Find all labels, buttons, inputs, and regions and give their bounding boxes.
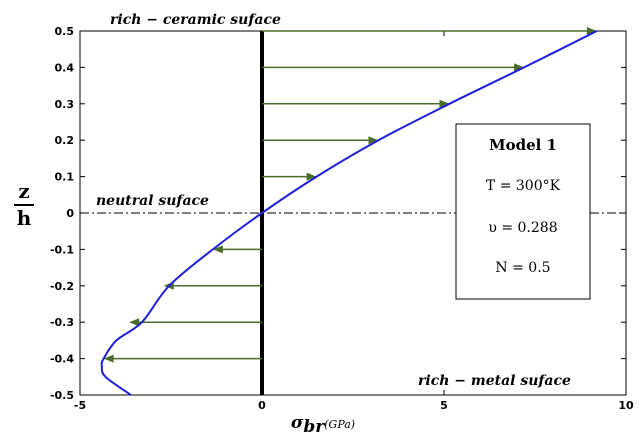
stress-arrow bbox=[262, 63, 525, 72]
info-box-frame bbox=[455, 123, 591, 300]
annotation-neutral: neutral suface bbox=[96, 193, 209, 209]
y-tick-label: 0.3 bbox=[55, 98, 75, 111]
info-box-title: Model 1 bbox=[489, 136, 557, 154]
x-tick-label: 5 bbox=[440, 399, 448, 412]
y-tick-label: -0.3 bbox=[50, 316, 74, 329]
x-label-unit: (GPa) bbox=[324, 418, 355, 431]
y-tick-label: -0.1 bbox=[50, 243, 74, 256]
stress-curve bbox=[100, 30, 598, 396]
stress-arrow bbox=[103, 354, 262, 363]
y-tick-label: 0 bbox=[66, 207, 74, 220]
x-axis-label: σbr(GPa) bbox=[291, 413, 355, 435]
x-tick-label: -5 bbox=[74, 399, 86, 412]
stress-arrow bbox=[129, 318, 262, 327]
y-tick-label: -0.2 bbox=[50, 280, 74, 293]
stress-arrow bbox=[212, 245, 262, 254]
y-tick-label: -0.5 bbox=[50, 389, 74, 402]
stress-arrow bbox=[262, 136, 379, 145]
y-tick-label: 0.2 bbox=[55, 134, 75, 147]
y-label-numerator: z bbox=[18, 179, 29, 203]
annotation-top: rich − ceramic suface bbox=[110, 12, 281, 28]
x-tick-label: 0 bbox=[258, 399, 266, 412]
y-tick-label: 0.4 bbox=[55, 61, 75, 74]
x-tick-label: 10 bbox=[618, 399, 634, 412]
stress-arrow bbox=[262, 99, 450, 108]
x-label-subscript: br bbox=[303, 417, 325, 435]
info-box-line-temperature: T = 300°K bbox=[486, 178, 561, 194]
stress-arrows bbox=[103, 27, 597, 363]
y-axis-label: z h bbox=[14, 179, 34, 230]
y-tick-label: 0.1 bbox=[55, 171, 75, 184]
stress-arrow bbox=[262, 172, 317, 181]
info-box-line-poisson: υ = 0.288 bbox=[488, 220, 557, 236]
info-box-line-n: N = 0.5 bbox=[495, 260, 550, 276]
x-axis-ticks: -5 0 5 10 bbox=[74, 31, 634, 412]
info-box: Model 1 T = 300°K υ = 0.288 N = 0.5 bbox=[455, 123, 591, 300]
stress-arrow bbox=[262, 27, 597, 35]
y-tick-label: -0.4 bbox=[50, 353, 74, 366]
annotation-bottom: rich − metal suface bbox=[418, 373, 571, 389]
x-label-symbol: σ bbox=[291, 413, 304, 433]
y-label-denominator: h bbox=[17, 206, 32, 230]
y-tick-label: 0.5 bbox=[55, 25, 75, 38]
